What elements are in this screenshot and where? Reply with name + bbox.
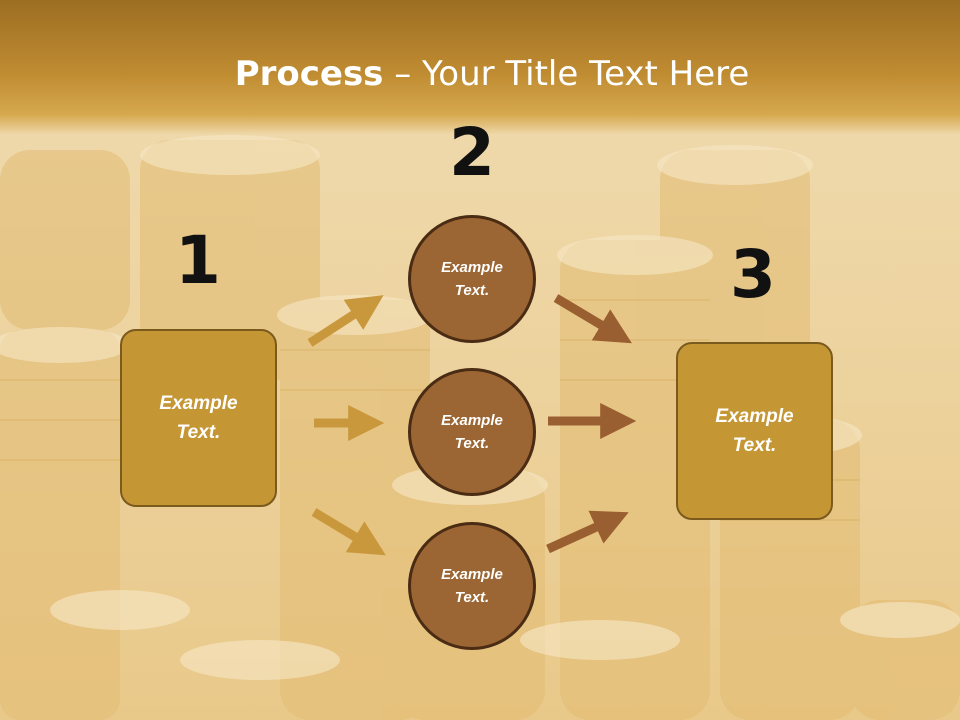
step-number-2: 2 [449, 114, 495, 191]
circle-top: Example Text. [408, 215, 536, 343]
step-number-1: 1 [175, 222, 221, 299]
step-box-1-text: Example Text. [159, 393, 238, 443]
title-banner [0, 0, 960, 135]
arrow-top-to-3 [553, 294, 632, 344]
arrow-bottom-to-3 [546, 510, 629, 554]
arrow-1-to-top [307, 295, 384, 347]
step-number-3: 3 [730, 236, 776, 313]
title-rest: – Your Title Text Here [383, 54, 750, 94]
step-box-3-text: Example Text. [715, 406, 794, 456]
arrow-1-to-bottom [311, 508, 386, 556]
title-bold: Process [234, 54, 384, 94]
circle-bottom-text: Example Text. [441, 566, 503, 606]
circle-bottom: Example Text. [408, 522, 536, 650]
step-box-1: Example Text. [120, 329, 277, 507]
circle-middle: Example Text. [408, 368, 536, 496]
step-box-3: Example Text. [676, 342, 833, 520]
circle-middle-text: Example Text. [441, 412, 503, 452]
slide-title: Process – Your Title Text Here [0, 52, 960, 96]
circle-top-text: Example Text. [441, 259, 503, 299]
